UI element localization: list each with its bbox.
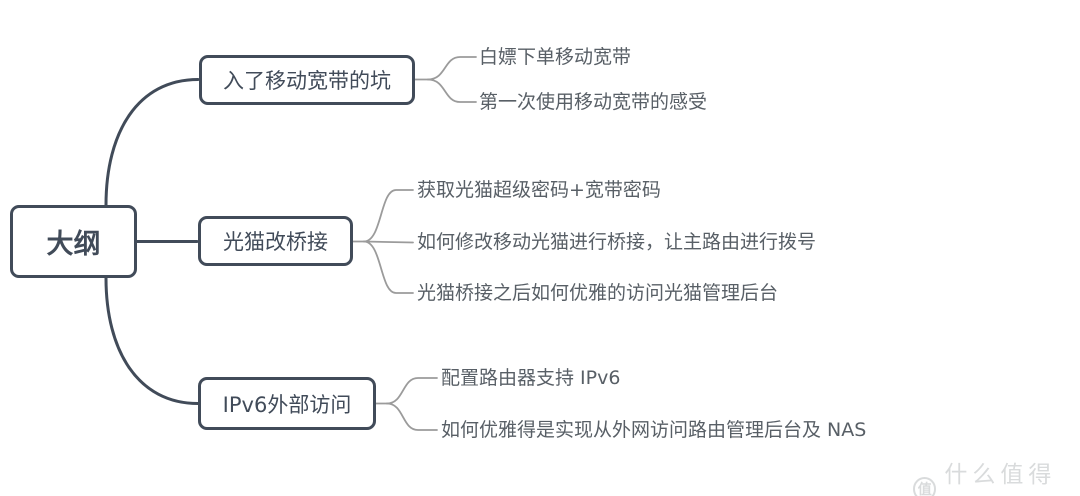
- mindmap-leaf-branch3-item2[interactable]: 如何优雅得是实现从外网访问路由管理后台及 NAS: [441, 419, 867, 441]
- mindmap-leaf-branch2-item2[interactable]: 如何修改移动光猫进行桥接，让主路由进行拨号: [417, 231, 817, 253]
- connector-root-branch1: [104, 78, 200, 207]
- branch-leaf-connectors: [352, 56, 477, 431]
- smzdm-logo-icon: 值: [913, 477, 937, 496]
- mindmap-root-node[interactable]: 大纲: [10, 205, 137, 278]
- mindmap-leaf-branch2-item1[interactable]: 获取光猫超级密码+宽带密码: [417, 179, 661, 201]
- smzdm-watermark: 值 什么值得买: [913, 455, 1080, 496]
- connector-branch1-leaf1: [427, 56, 477, 81]
- root-branch-connectors: [104, 78, 200, 405]
- connector-branch1-leaf2: [427, 78, 477, 103]
- connector-branch3-leaf2: [386, 402, 438, 431]
- connector-branch2-leaf3: [363, 240, 414, 294]
- connector-branch2-leaf1: [363, 189, 414, 243]
- mindmap-branch-node-3[interactable]: IPv6外部访问: [198, 377, 376, 430]
- connector-branch3-leaf1: [386, 377, 438, 405]
- connector-branch2-leaf2: [363, 240, 414, 244]
- mindmap-branch-node-1[interactable]: 入了移动宽带的坑: [199, 55, 415, 105]
- mindmap-leaf-branch1-item2[interactable]: 第一次使用移动宽带的感受: [479, 91, 708, 113]
- mindmap-leaf-branch2-item3[interactable]: 光猫桥接之后如何优雅的访问光猫管理后台: [417, 282, 779, 304]
- mindmap-leaf-branch1-item1[interactable]: 白嫖下单移动宽带: [479, 46, 632, 68]
- mindmap-branch-node-2[interactable]: 光猫改桥接: [198, 216, 353, 266]
- connector-root-branch3: [104, 276, 200, 405]
- smzdm-watermark-text: 什么值得买: [944, 462, 1057, 488]
- mindmap-leaf-branch3-item1[interactable]: 配置路由器支持 IPv6: [441, 367, 621, 389]
